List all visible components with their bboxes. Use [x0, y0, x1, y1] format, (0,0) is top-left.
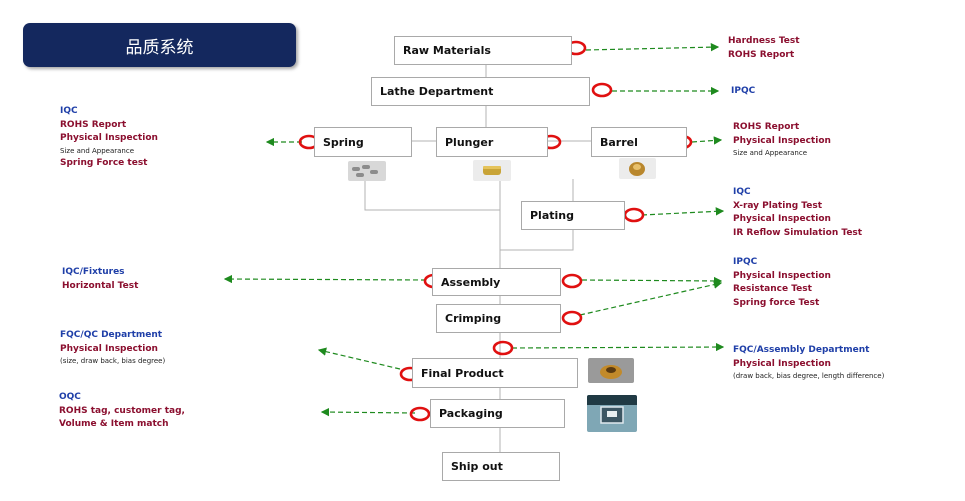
box-final-product: Final Product — [412, 358, 578, 388]
process-lines — [364, 65, 591, 452]
box-barrel: Barrel — [591, 127, 687, 157]
arrow-raw-materials — [585, 42, 720, 52]
marker-final-top — [492, 340, 514, 356]
note-assembly-right: IPQC Physical Inspection Resistance Test… — [733, 257, 831, 308]
note-final-left: FQC/QC Department Physical Inspection (s… — [60, 330, 166, 365]
arrow-barrel — [691, 136, 723, 145]
note-barrel: ROHS Report Physical Inspection Size and… — [733, 122, 831, 157]
marker-assembly-right — [561, 273, 583, 289]
box-raw-materials: Raw Materials — [394, 36, 572, 65]
marker-lathe — [591, 82, 613, 98]
arrow-assembly-right — [581, 276, 723, 286]
box-plunger: Plunger — [436, 127, 548, 157]
marker-packaging — [409, 406, 431, 422]
arrow-crimping — [579, 280, 723, 316]
box-spring: Spring — [314, 127, 412, 157]
marker-crimping — [561, 310, 583, 326]
spring-photo — [348, 161, 386, 181]
note-packaging: OQC ROHS tag, customer tag, Volume & Ite… — [59, 392, 185, 429]
arrow-final-left — [317, 347, 401, 370]
arrow-packaging — [320, 407, 416, 417]
arrow-final-right — [511, 342, 725, 352]
box-lathe-department: Lathe Department — [371, 77, 590, 106]
arrow-assembly-left — [223, 274, 427, 284]
note-assembly-left: IQC/Fixtures Horizontal Test — [62, 267, 139, 291]
note-final-right: FQC/Assembly Department Physical Inspect… — [733, 345, 885, 380]
note-spring: IQC ROHS Report Physical Inspection Size… — [60, 106, 158, 168]
inspection-arrows — [223, 42, 725, 417]
note-raw-materials: Hardness Test ROHS Report — [728, 36, 800, 60]
arrow-plating — [641, 207, 725, 216]
note-plating: IQC X-ray Plating Test Physical Inspecti… — [733, 187, 863, 238]
note-lathe: IPQC — [731, 86, 756, 96]
packaging-photo — [587, 395, 637, 432]
box-assembly: Assembly — [432, 268, 561, 296]
page-title: 品质系统 — [125, 37, 194, 58]
box-packaging: Packaging — [430, 399, 565, 428]
box-plating: Plating — [521, 201, 625, 230]
box-ship-out: Ship out — [442, 452, 560, 481]
plunger-photo — [473, 160, 511, 181]
barrel-photo — [619, 158, 656, 179]
title-banner: 品质系统 — [23, 23, 296, 67]
box-crimping: Crimping — [436, 304, 561, 333]
final-product-photo — [588, 358, 634, 383]
marker-plating — [623, 207, 645, 223]
